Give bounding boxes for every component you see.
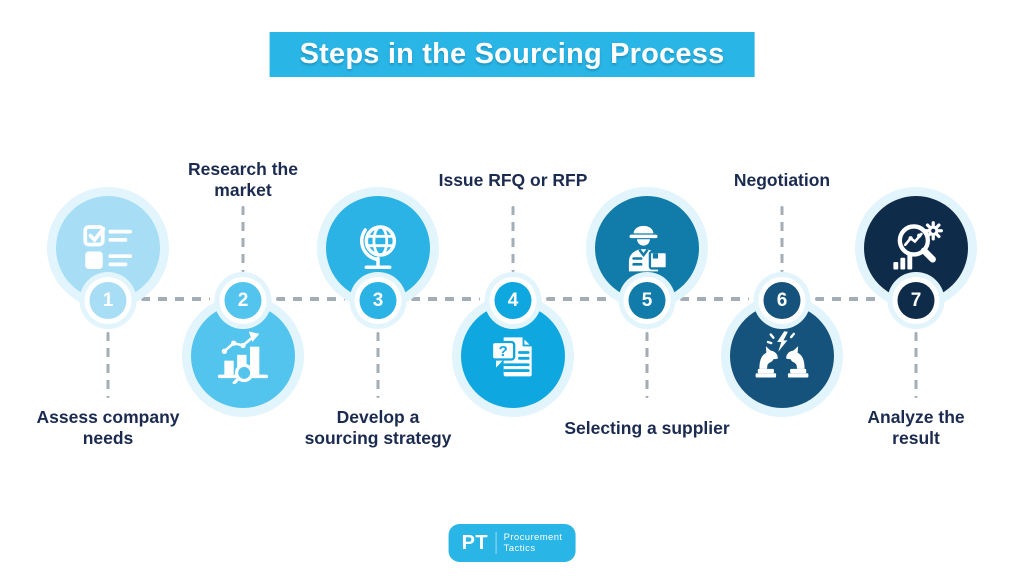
negotiation-chess-icon xyxy=(755,331,809,378)
globe-icon xyxy=(360,225,397,269)
supplier-icon xyxy=(628,225,668,272)
step-2-circle xyxy=(191,304,295,408)
connector-5-6 xyxy=(680,297,749,301)
step-4: Issue RFQ or RFP ? 4 xyxy=(439,0,587,576)
step-7-vertical-dash xyxy=(914,332,918,398)
step-3-vertical-dash xyxy=(376,332,380,398)
step-6-label: Negotiation xyxy=(733,169,831,190)
connector-6-7 xyxy=(815,297,883,301)
logo-divider xyxy=(495,532,497,554)
step-7: 7 Analyze the result xyxy=(849,0,983,576)
step-3-label: Develop a sourcing strategy xyxy=(304,407,452,448)
step-2-number: 2 xyxy=(224,282,262,319)
step-number-text: 2 xyxy=(237,289,249,311)
step-4-number: 4 xyxy=(494,282,532,319)
connector-2-3 xyxy=(276,297,345,301)
step-6-number: 6 xyxy=(763,282,801,319)
step-5-number: 5 xyxy=(628,282,666,319)
step-5-circle xyxy=(595,196,699,300)
page-title: Steps in the Sourcing Process xyxy=(299,38,725,70)
step-7-number: 7 xyxy=(897,282,935,319)
step-4-vertical-dash xyxy=(511,206,515,272)
step-1-number: 1 xyxy=(89,282,127,319)
checklist-icon xyxy=(83,225,133,269)
step-2-vertical-dash xyxy=(241,206,245,272)
step-number-text: 5 xyxy=(641,289,653,311)
step-5-vertical-dash xyxy=(645,332,649,398)
step-number-text: 7 xyxy=(910,289,922,311)
step-4-label: Issue RFQ or RFP xyxy=(438,169,588,190)
svg-text:?: ? xyxy=(498,343,507,360)
step-6: Negotiation xyxy=(715,0,849,576)
step-1-label: Assess company needs xyxy=(36,407,180,448)
step-6-circle xyxy=(730,304,834,408)
logo-name: Procurement Tactics xyxy=(503,531,563,555)
step-3-number: 3 xyxy=(359,282,397,319)
step-5-label: Selecting a supplier xyxy=(564,417,730,438)
connector-3-4 xyxy=(411,297,480,301)
step-number-text: 6 xyxy=(776,289,788,311)
step-number-text: 3 xyxy=(372,289,384,311)
step-2: Research the market 2 xyxy=(176,0,310,576)
title-banner: Steps in the Sourcing Process xyxy=(269,32,755,77)
analyze-result-icon xyxy=(893,221,943,270)
step-1: 1 Assess company needs xyxy=(37,0,180,576)
step-5: 5 Selecting a supplier xyxy=(564,0,730,576)
step-7-label: Analyze the result xyxy=(867,407,965,448)
rfq-document-icon: ? xyxy=(490,336,533,377)
step-1-vertical-dash xyxy=(106,332,110,398)
connector-1-2 xyxy=(141,297,210,301)
connector-4-5 xyxy=(546,297,614,301)
step-number-text: 1 xyxy=(102,289,114,311)
step-2-label: Research the market xyxy=(188,159,298,200)
step-number-text: 4 xyxy=(507,289,519,311)
logo-abbr: PT xyxy=(461,531,489,554)
step-4-circle: ? xyxy=(461,304,565,408)
market-research-icon xyxy=(217,331,269,384)
step-3: 3 Develop a sourcing strategy xyxy=(305,0,451,576)
step-6-vertical-dash xyxy=(780,206,784,272)
procurement-tactics-logo: PT Procurement Tactics xyxy=(448,524,576,562)
